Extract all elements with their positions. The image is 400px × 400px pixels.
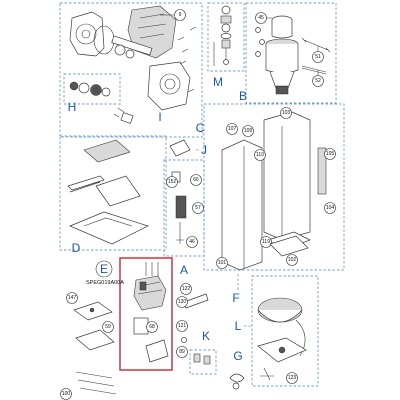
callout-110: 110 <box>256 152 264 158</box>
inner-box <box>95 175 141 207</box>
encoder-card <box>133 317 149 335</box>
group-a-frame <box>163 159 205 257</box>
group-m-frame <box>207 2 245 72</box>
callout-45: 45 <box>258 15 264 21</box>
callout-101: 101 <box>218 260 227 266</box>
anchor-plate <box>269 235 309 257</box>
callout-103: 103 <box>282 110 291 116</box>
callout-105: 105 <box>326 151 335 157</box>
callout-120: 120 <box>178 299 187 305</box>
group-label-e: E <box>100 262 108 276</box>
callout-89: 89 <box>179 349 185 355</box>
callout-59: 59 <box>105 324 111 330</box>
motor-body <box>265 44 299 74</box>
motor-encoder-unit <box>133 275 167 311</box>
group-b-frame <box>245 2 337 104</box>
group-label-m: M <box>213 75 223 89</box>
group-label-d: D <box>72 241 81 255</box>
highlight-part-code: SPEG019A00A <box>86 280 124 286</box>
group-b-assembly: 45 51 52 B <box>239 2 337 104</box>
group-k-frame <box>189 349 217 375</box>
drive-shaft <box>111 35 153 56</box>
release-handle <box>169 139 191 157</box>
capacitor <box>175 195 187 219</box>
group-j-assembly: J <box>169 139 207 157</box>
group-label-f: F <box>232 291 239 305</box>
motor-cap <box>271 20 293 39</box>
group-label-g: G <box>233 349 242 363</box>
column-back-panel <box>263 111 311 241</box>
group-label-a: A <box>180 263 188 277</box>
group-c-frame <box>59 2 203 138</box>
key-cylinder <box>229 373 245 383</box>
group-i-parts <box>113 107 134 124</box>
group-label-c: C <box>196 121 205 135</box>
group-label-k: K <box>202 329 210 343</box>
group-h-frame <box>63 73 121 105</box>
group-f-assembly: 103 107 109 110 105 104 119 101 102 <box>203 103 345 271</box>
side-strip <box>317 147 327 195</box>
group-label-l: L <box>235 319 242 333</box>
callout-121: 121 <box>178 323 187 329</box>
gear-housing-cover <box>69 11 105 57</box>
group-d-assembly: D <box>59 135 167 255</box>
group-l-assembly: 123 L <box>235 275 319 387</box>
group-h-gears <box>69 81 111 97</box>
mounting-bracket <box>145 339 169 363</box>
callout-102: 102 <box>288 257 297 263</box>
housing-screws <box>177 26 197 93</box>
group-c-assembly: 9 H I C <box>59 2 205 138</box>
callout-100: 100 <box>62 391 71 397</box>
control-box <box>75 329 115 351</box>
wrench-tool <box>301 37 331 53</box>
callout-107: 107 <box>228 126 237 132</box>
callout-119: 119 <box>262 239 270 245</box>
callout-57: 57 <box>195 205 201 211</box>
lamp-gasket <box>295 319 306 357</box>
group-l-frame <box>251 275 319 387</box>
gasket-strip <box>67 175 105 193</box>
group-a-assembly: 152 66 57 46 A <box>163 159 205 277</box>
group-e-assembly: E SPEG019A00A 68 <box>86 257 173 371</box>
callout-68: 68 <box>149 324 155 330</box>
group-m-assembly: M <box>207 2 245 89</box>
top-cover <box>83 139 131 163</box>
group-label-i: I <box>158 110 161 124</box>
group-label-b: B <box>239 89 247 103</box>
column-front-cover <box>221 139 263 271</box>
group-label-j: J <box>201 143 207 157</box>
base-shell <box>69 211 149 245</box>
gearbox-block <box>147 61 191 111</box>
callout-152: 152 <box>168 179 177 185</box>
group-e-label-ring <box>95 260 113 278</box>
callout-51: 51 <box>315 54 321 60</box>
group-label-h: H <box>68 100 77 114</box>
callout-9: 9 <box>179 12 182 18</box>
group-e-frame <box>119 257 173 371</box>
callout-109: 109 <box>244 128 253 134</box>
bottom-left-parts: 147 59 100 <box>60 292 117 400</box>
callout-147: 147 <box>68 295 77 301</box>
group-g-assembly: G <box>229 349 245 390</box>
callout-52: 52 <box>315 78 321 84</box>
callout-123: 123 <box>288 375 297 381</box>
pin <box>181 337 187 343</box>
callout-104: 104 <box>326 205 335 211</box>
callout-66: 66 <box>193 177 199 183</box>
group-d-frame <box>59 135 167 251</box>
group-f-frame <box>203 103 345 271</box>
wire-harness <box>75 371 117 395</box>
small-parts-column: 122 120 121 89 K <box>176 283 217 375</box>
callout-46: 46 <box>189 239 195 245</box>
callout-122: 122 <box>182 286 191 292</box>
release-key <box>301 65 327 75</box>
